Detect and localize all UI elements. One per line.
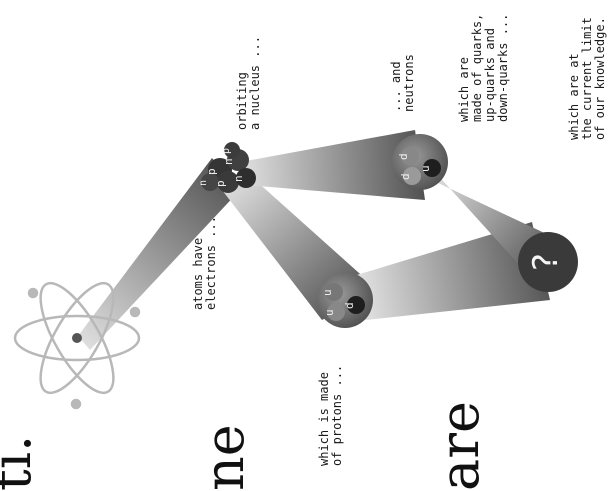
svg-text:which are: which are bbox=[457, 57, 471, 122]
beam-atom-to-nucleus bbox=[78, 158, 240, 350]
svg-text:... and: ... and bbox=[389, 61, 403, 112]
proton-ball: u u d bbox=[317, 272, 373, 328]
partial-text-ne: ne bbox=[193, 424, 256, 491]
svg-text:electrons ...: electrons ... bbox=[204, 216, 218, 310]
nucleus-label: p bbox=[214, 180, 227, 187]
atom-icon bbox=[13, 281, 141, 410]
neutron-ball: d d u bbox=[392, 134, 448, 190]
partial-text-ti: ti. bbox=[0, 435, 43, 491]
caption-quarks: which are made of quarks, up-quarks and … bbox=[457, 14, 510, 122]
quark-label: u bbox=[321, 289, 334, 296]
quark-label: u bbox=[419, 165, 432, 172]
nucleus-cluster: p n p n n p bbox=[198, 142, 256, 193]
svg-text:up-quarks and: up-quarks and bbox=[483, 28, 497, 122]
svg-text:of protons ...: of protons ... bbox=[330, 365, 344, 466]
quark-label: d bbox=[397, 153, 410, 160]
nucleus-label: n bbox=[198, 180, 209, 186]
atom-nucleus-dot bbox=[72, 333, 82, 343]
svg-text:made of quarks,: made of quarks, bbox=[470, 14, 484, 122]
svg-text:neutrons: neutrons bbox=[402, 54, 416, 112]
nucleus-label: n bbox=[232, 175, 245, 182]
quark-label: d bbox=[399, 173, 412, 180]
nucleus-label: n bbox=[222, 158, 235, 165]
svg-text:orbiting: orbiting bbox=[235, 72, 249, 130]
quark-label: u bbox=[323, 309, 336, 316]
beam-nucleus-to-neutron bbox=[240, 130, 425, 200]
caption-orbiting: orbiting a nucleus ... bbox=[235, 36, 262, 130]
beam-proton-to-quark bbox=[340, 222, 550, 322]
svg-text:of our knowledge.: of our knowledge. bbox=[593, 17, 607, 140]
svg-text:which are at: which are at bbox=[567, 53, 581, 140]
svg-text:the current limit: the current limit bbox=[580, 17, 594, 140]
unknown-particle: ? bbox=[518, 232, 578, 292]
partial-text-are: are bbox=[428, 401, 491, 491]
nucleus-label: p bbox=[205, 168, 218, 175]
svg-text:which is made: which is made bbox=[317, 372, 331, 466]
nucleus-label: p bbox=[221, 148, 232, 154]
svg-text:atoms have: atoms have bbox=[191, 238, 205, 310]
svg-text:down-quarks ...: down-quarks ... bbox=[496, 14, 510, 122]
svg-text:a nucleus ...: a nucleus ... bbox=[248, 36, 262, 130]
caption-protons: which is made of protons ... bbox=[317, 365, 344, 466]
caption-atoms: atoms have electrons ... bbox=[191, 216, 218, 310]
caption-neutrons: ... and neutrons bbox=[389, 54, 416, 112]
quark-label: d bbox=[343, 302, 356, 309]
caption-limit: which are at the current limit of our kn… bbox=[567, 17, 607, 140]
question-mark-icon: ? bbox=[526, 253, 566, 271]
